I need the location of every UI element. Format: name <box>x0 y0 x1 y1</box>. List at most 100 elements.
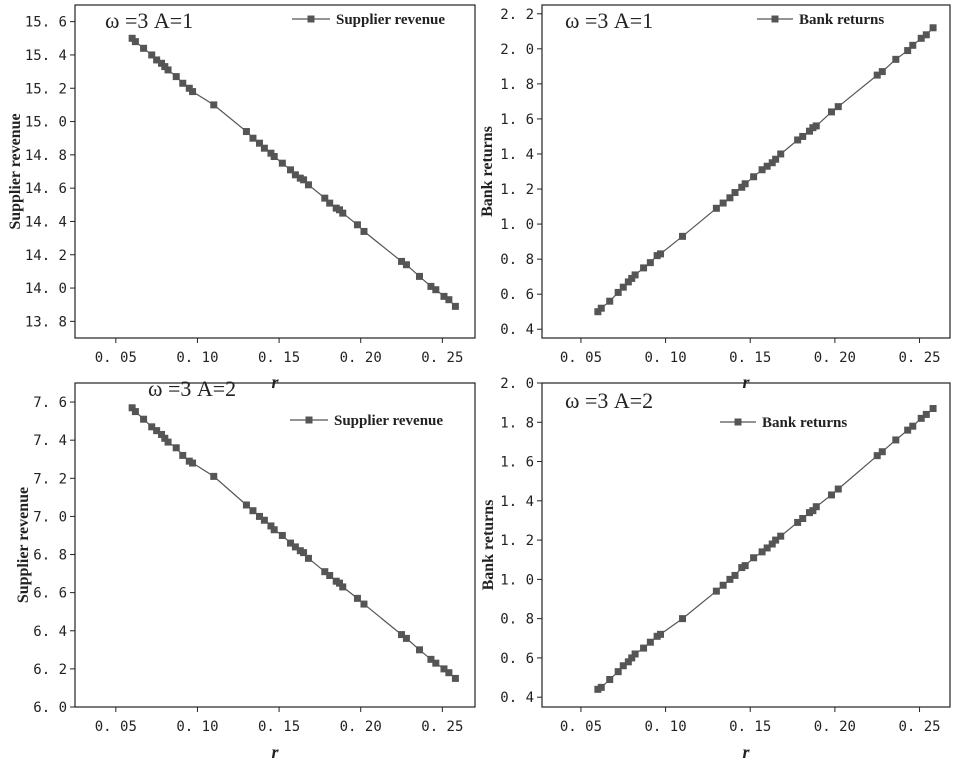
data-point <box>304 554 312 562</box>
data-point <box>799 514 807 522</box>
data-point <box>646 638 654 646</box>
data-point <box>140 415 148 423</box>
data-point <box>360 227 368 235</box>
data-point <box>719 581 727 589</box>
data-point <box>873 452 881 460</box>
data-point <box>631 271 639 279</box>
y-tick-label: 15. 4 <box>25 48 67 64</box>
panel-4: 0. 40. 60. 81. 01. 21. 41. 61. 82. 00. 0… <box>480 376 951 762</box>
data-point <box>827 491 835 499</box>
data-point <box>614 668 622 676</box>
data-point <box>922 410 930 418</box>
data-point <box>679 615 687 623</box>
data-point <box>189 88 197 96</box>
data-point <box>892 55 900 63</box>
y-axis-label: Bank returns <box>479 126 496 217</box>
data-point <box>287 166 295 174</box>
y-tick-label: 14. 2 <box>25 248 67 264</box>
legend-marker <box>305 416 313 424</box>
y-tick-label: 6. 2 <box>33 662 67 678</box>
data-point <box>809 507 817 515</box>
panel-annotation: ω =3 A=2 <box>148 376 236 401</box>
data-point <box>353 221 361 229</box>
y-tick-label: 14. 6 <box>25 181 67 197</box>
data-point <box>321 568 329 576</box>
data-point <box>270 526 278 534</box>
data-point <box>624 278 632 286</box>
data-point <box>594 308 602 316</box>
data-point <box>640 644 648 652</box>
plot-frame <box>541 4 951 339</box>
data-point <box>624 658 632 666</box>
y-tick-label: 2. 2 <box>500 7 534 23</box>
data-point <box>291 543 299 551</box>
data-point <box>270 153 278 161</box>
data-point <box>339 209 347 217</box>
data-point <box>731 189 739 197</box>
x-axis-label: r <box>742 372 750 392</box>
data-point <box>750 554 758 562</box>
data-point <box>873 71 881 79</box>
x-tick-label: 0. 15 <box>258 719 300 735</box>
data-point <box>768 540 776 548</box>
data-point <box>606 676 614 684</box>
y-tick-label: 0. 4 <box>500 322 534 338</box>
x-axis-label: r <box>271 372 279 392</box>
data-point <box>153 427 161 435</box>
data-point <box>148 423 156 431</box>
data-point <box>242 501 250 509</box>
data-point <box>161 434 169 442</box>
data-point <box>291 171 299 179</box>
data-point <box>628 274 636 282</box>
x-tick-label: 0. 10 <box>176 719 218 735</box>
x-tick-label: 0. 25 <box>421 350 463 366</box>
x-tick-label: 0. 15 <box>729 350 771 366</box>
data-point <box>878 68 886 76</box>
data-point <box>657 630 665 638</box>
data-point <box>164 438 172 446</box>
data-point <box>249 507 257 515</box>
data-point <box>427 655 435 663</box>
data-point <box>794 518 802 526</box>
data-point <box>741 562 749 570</box>
data-point <box>339 583 347 591</box>
y-tick-label: 14. 8 <box>25 148 67 164</box>
data-point <box>909 41 917 49</box>
x-tick-label: 0. 20 <box>814 350 856 366</box>
data-point <box>326 571 334 579</box>
data-point <box>158 430 166 438</box>
panel-3: 6. 06. 26. 46. 66. 87. 07. 27. 47. 60. 0… <box>15 376 476 762</box>
y-tick-label: 1. 6 <box>500 112 534 128</box>
data-point <box>451 302 459 310</box>
data-point <box>210 101 218 109</box>
y-tick-label: 14. 0 <box>25 281 67 297</box>
data-point <box>657 250 665 258</box>
data-point <box>619 662 627 670</box>
data-point <box>451 674 459 682</box>
data-point <box>904 426 912 434</box>
plot-frame <box>74 382 476 708</box>
x-tick-label: 0. 05 <box>560 350 602 366</box>
data-point <box>131 408 139 416</box>
y-tick-label: 1. 6 <box>500 455 534 471</box>
y-tick-label: 1. 0 <box>500 572 534 588</box>
data-point <box>917 414 925 422</box>
y-tick-label: 0. 8 <box>500 252 534 268</box>
legend-marker <box>771 15 779 23</box>
panel-annotation: ω =3 A=2 <box>565 388 653 413</box>
data-point <box>758 548 766 556</box>
legend: Supplier revenue <box>290 413 443 429</box>
data-point <box>300 176 308 184</box>
data-point <box>922 31 930 39</box>
data-point <box>445 296 453 304</box>
x-tick-label: 0. 25 <box>898 350 940 366</box>
data-point <box>772 155 780 163</box>
data-point <box>741 180 749 188</box>
y-tick-label: 7. 2 <box>33 471 67 487</box>
data-point <box>353 594 361 602</box>
y-tick-label: 2. 0 <box>500 42 534 58</box>
data-point <box>812 122 820 130</box>
data-point <box>415 646 423 654</box>
data-point <box>904 47 912 55</box>
